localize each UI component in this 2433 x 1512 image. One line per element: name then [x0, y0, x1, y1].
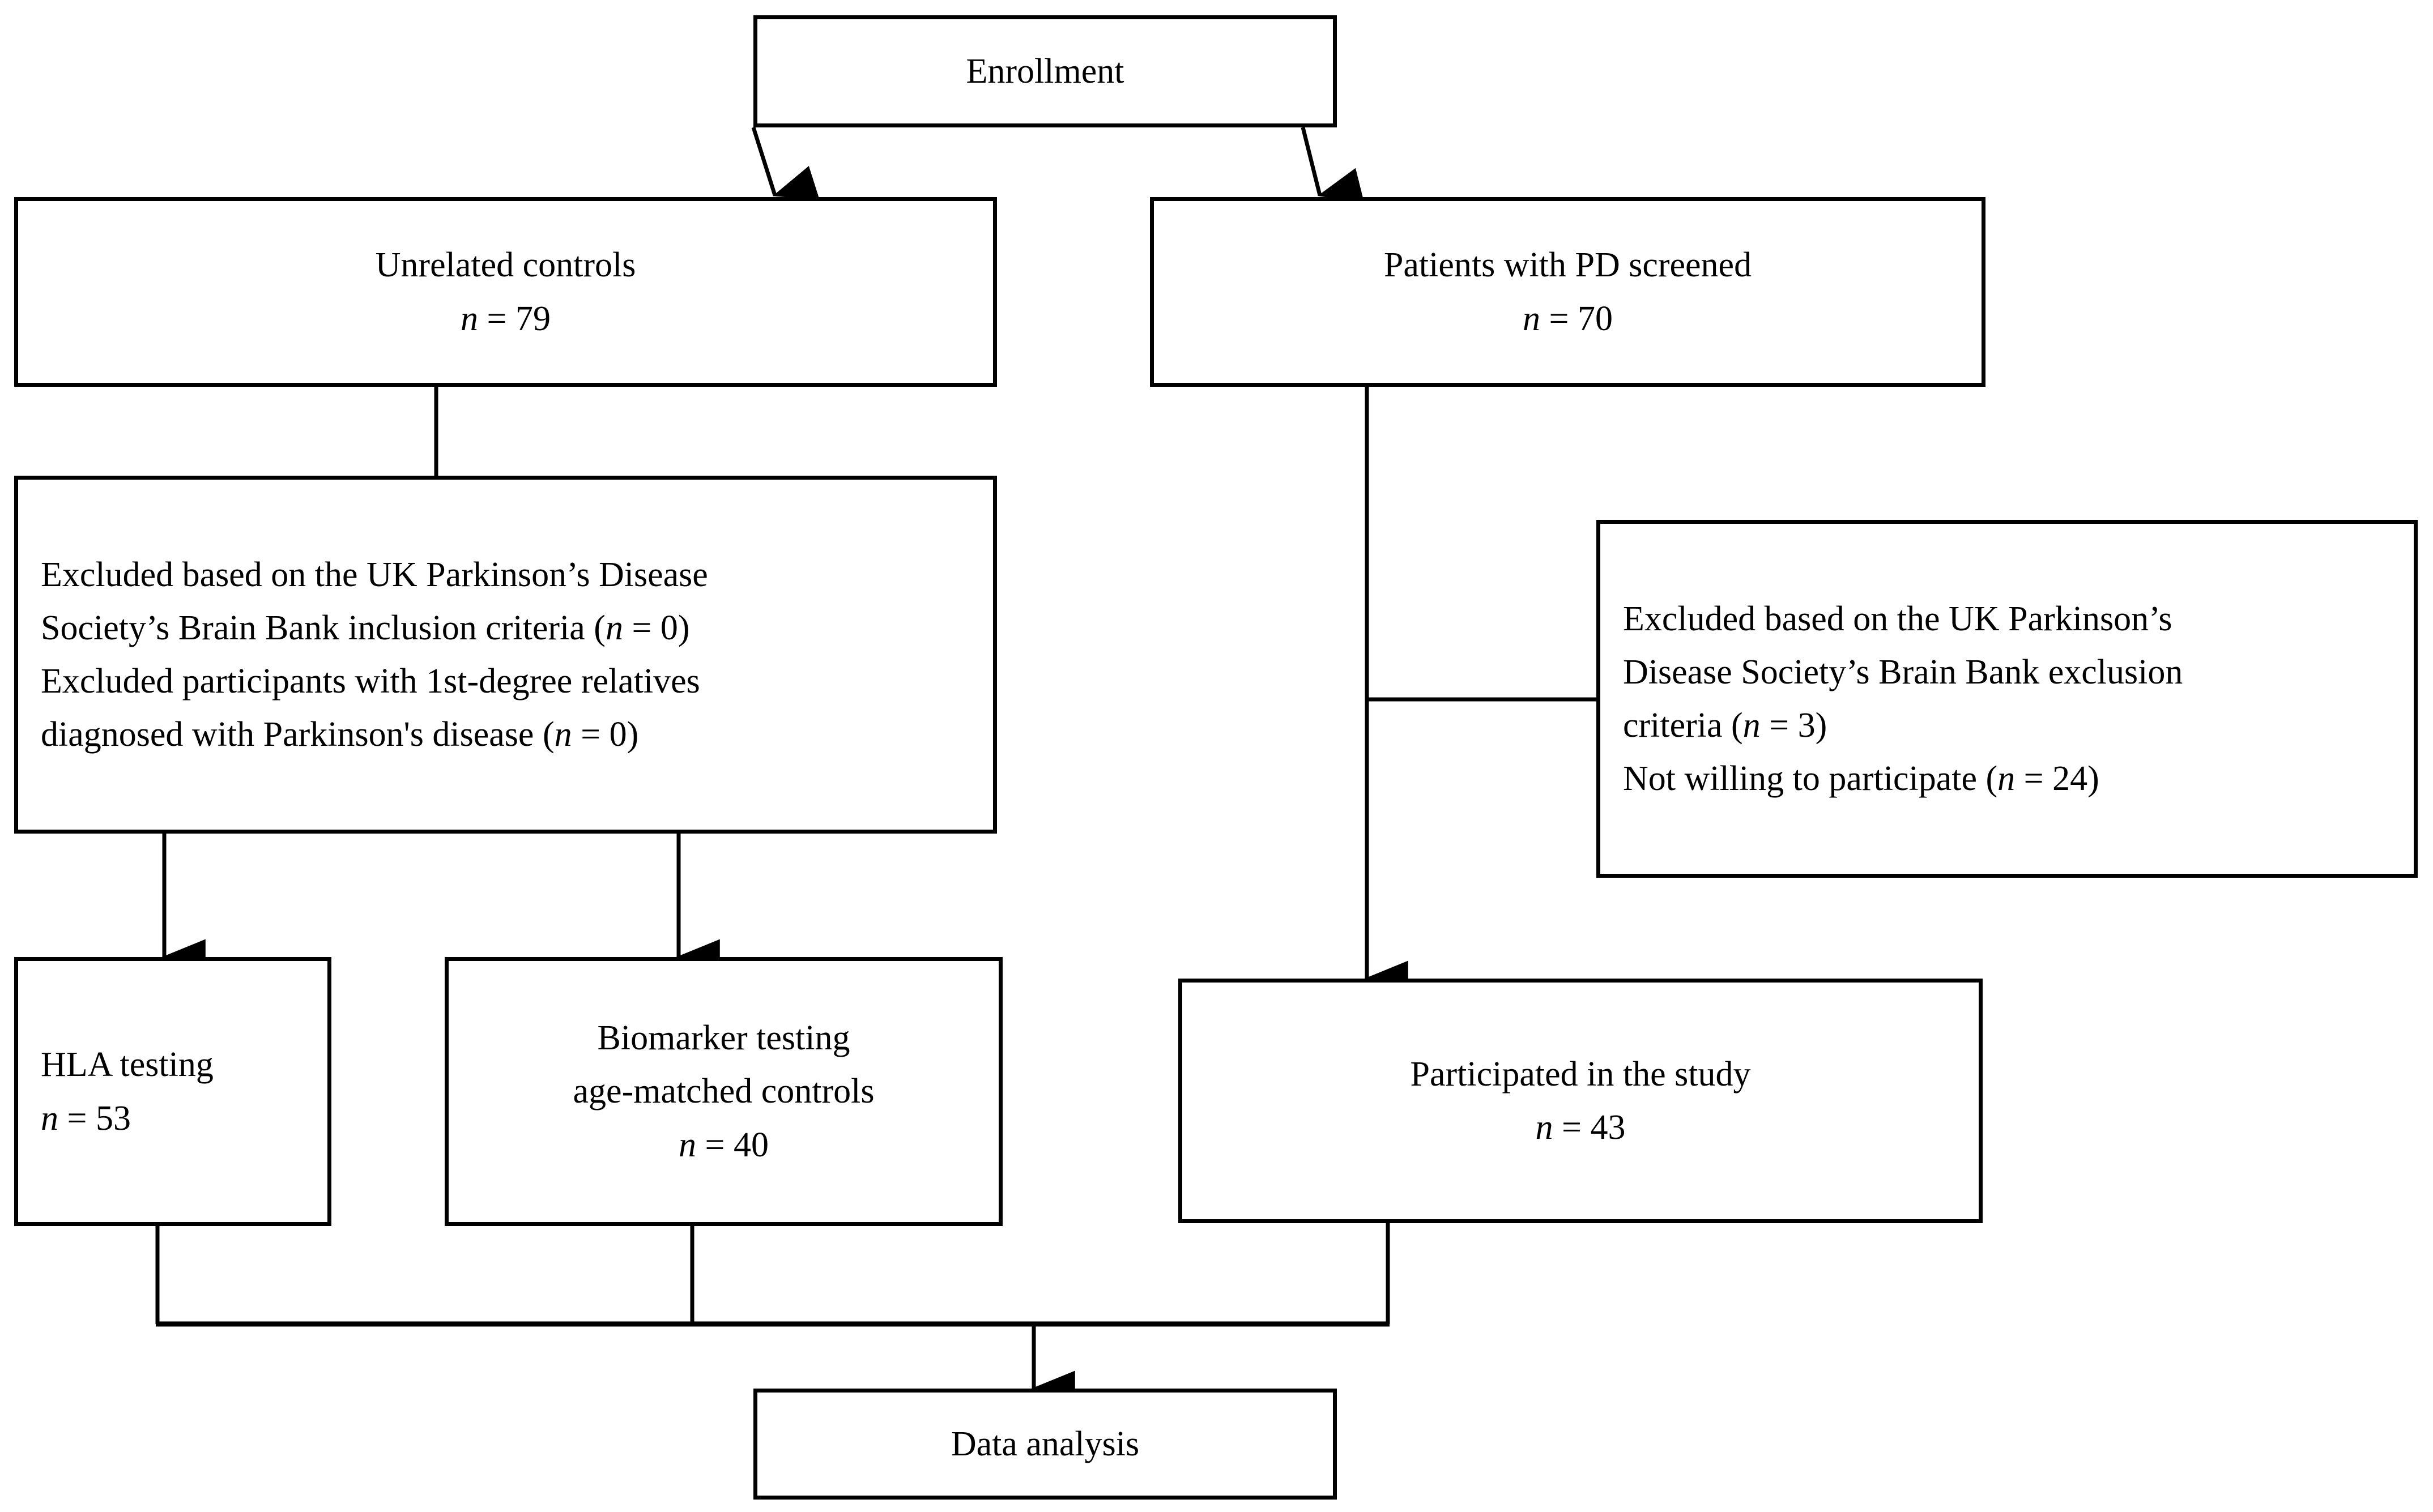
pd-exclusion-line-4: Not willing to participate (n = 24) [1623, 752, 2397, 805]
pd-screened-label: Patients with PD screened [1383, 246, 1752, 285]
pd-exclusion-line-3: criteria (n = 3) [1623, 699, 2397, 752]
n-symbol: n [1742, 706, 1761, 745]
n-symbol: n [41, 1099, 58, 1138]
pd-exclusion-line-1: Excluded based on the UK Parkinson’s [1623, 599, 2172, 638]
biomarker-testing-box[interactable]: Biomarker testing age-matched controls n… [445, 957, 1003, 1226]
pd-exclusions-box[interactable]: Excluded based on the UK Parkinson’s Dis… [1596, 520, 2418, 878]
control-exclusion-line-4: diagnosed with Parkinson's disease (n = … [41, 708, 993, 761]
unrelated-controls-count: n = 79 [18, 292, 993, 345]
biomarker-testing-label: Biomarker testing [597, 1019, 850, 1058]
pd-exclusion-line-3-text: criteria ( [1623, 706, 1743, 745]
control-exclusion-line-2-text: Society’s Brain Bank inclusion criteria … [41, 608, 606, 647]
enrollment-label: Enrollment [966, 52, 1124, 91]
biomarker-testing-count: n = 40 [449, 1118, 999, 1172]
edge-enrollment-to-pd [1301, 127, 1365, 203]
pd-screened-box[interactable]: Patients with PD screened n = 70 [1150, 197, 1985, 387]
pd-screened-count: n = 70 [1154, 292, 1982, 345]
hla-testing-box[interactable]: HLA testing n = 53 [14, 957, 331, 1226]
participated-label: Participated in the study [1410, 1054, 1751, 1094]
pd-exclusion-line-2: Disease Society’s Brain Bank exclusion [1623, 652, 2183, 691]
control-exclusion-line-2: Society’s Brain Bank inclusion criteria … [41, 601, 993, 655]
n-symbol: n [461, 299, 479, 338]
n-symbol: n [679, 1125, 697, 1164]
unrelated-controls-label: Unrelated controls [375, 246, 636, 285]
biomarker-testing-sublabel: age-matched controls [573, 1072, 875, 1111]
control-exclusion-line-2-count: = 0) [623, 608, 690, 647]
edge-enrollment-to-controls [751, 126, 820, 200]
n-value: = 53 [58, 1099, 131, 1138]
control-exclusion-line-4-text: diagnosed with Parkinson's disease ( [41, 715, 555, 754]
control-exclusions-box[interactable]: Excluded based on the UK Parkinson’s Dis… [14, 476, 997, 834]
n-symbol: n [1523, 299, 1541, 338]
n-symbol: n [1997, 759, 2016, 798]
participated-box[interactable]: Participated in the study n = 43 [1178, 979, 1983, 1223]
control-exclusion-line-4-count: = 0) [572, 715, 639, 754]
hla-testing-count: n = 53 [41, 1092, 327, 1145]
pd-exclusion-line-4-text: Not willing to participate ( [1623, 759, 1998, 798]
data-analysis-label: Data analysis [951, 1424, 1140, 1463]
unrelated-controls-box[interactable]: Unrelated controls n = 79 [14, 197, 997, 387]
enrollment-box[interactable]: Enrollment [753, 15, 1337, 127]
n-value: = 79 [478, 299, 551, 338]
control-exclusion-line-1: Excluded based on the UK Parkinson’s Dis… [41, 555, 708, 594]
n-symbol: n [554, 715, 572, 754]
pd-exclusion-line-3-count: = 3) [1760, 706, 1827, 745]
pd-exclusion-line-4-count: = 24) [2015, 759, 2099, 798]
n-symbol: n [605, 608, 623, 647]
n-value: = 43 [1553, 1108, 1626, 1147]
n-value: = 40 [696, 1125, 769, 1164]
control-exclusion-line-3: Excluded participants with 1st-degree re… [41, 662, 700, 701]
hla-testing-label: HLA testing [41, 1045, 214, 1084]
n-symbol: n [1535, 1108, 1553, 1147]
participated-count: n = 43 [1182, 1101, 1979, 1154]
n-value: = 70 [1540, 299, 1613, 338]
data-analysis-box[interactable]: Data analysis [753, 1389, 1337, 1500]
